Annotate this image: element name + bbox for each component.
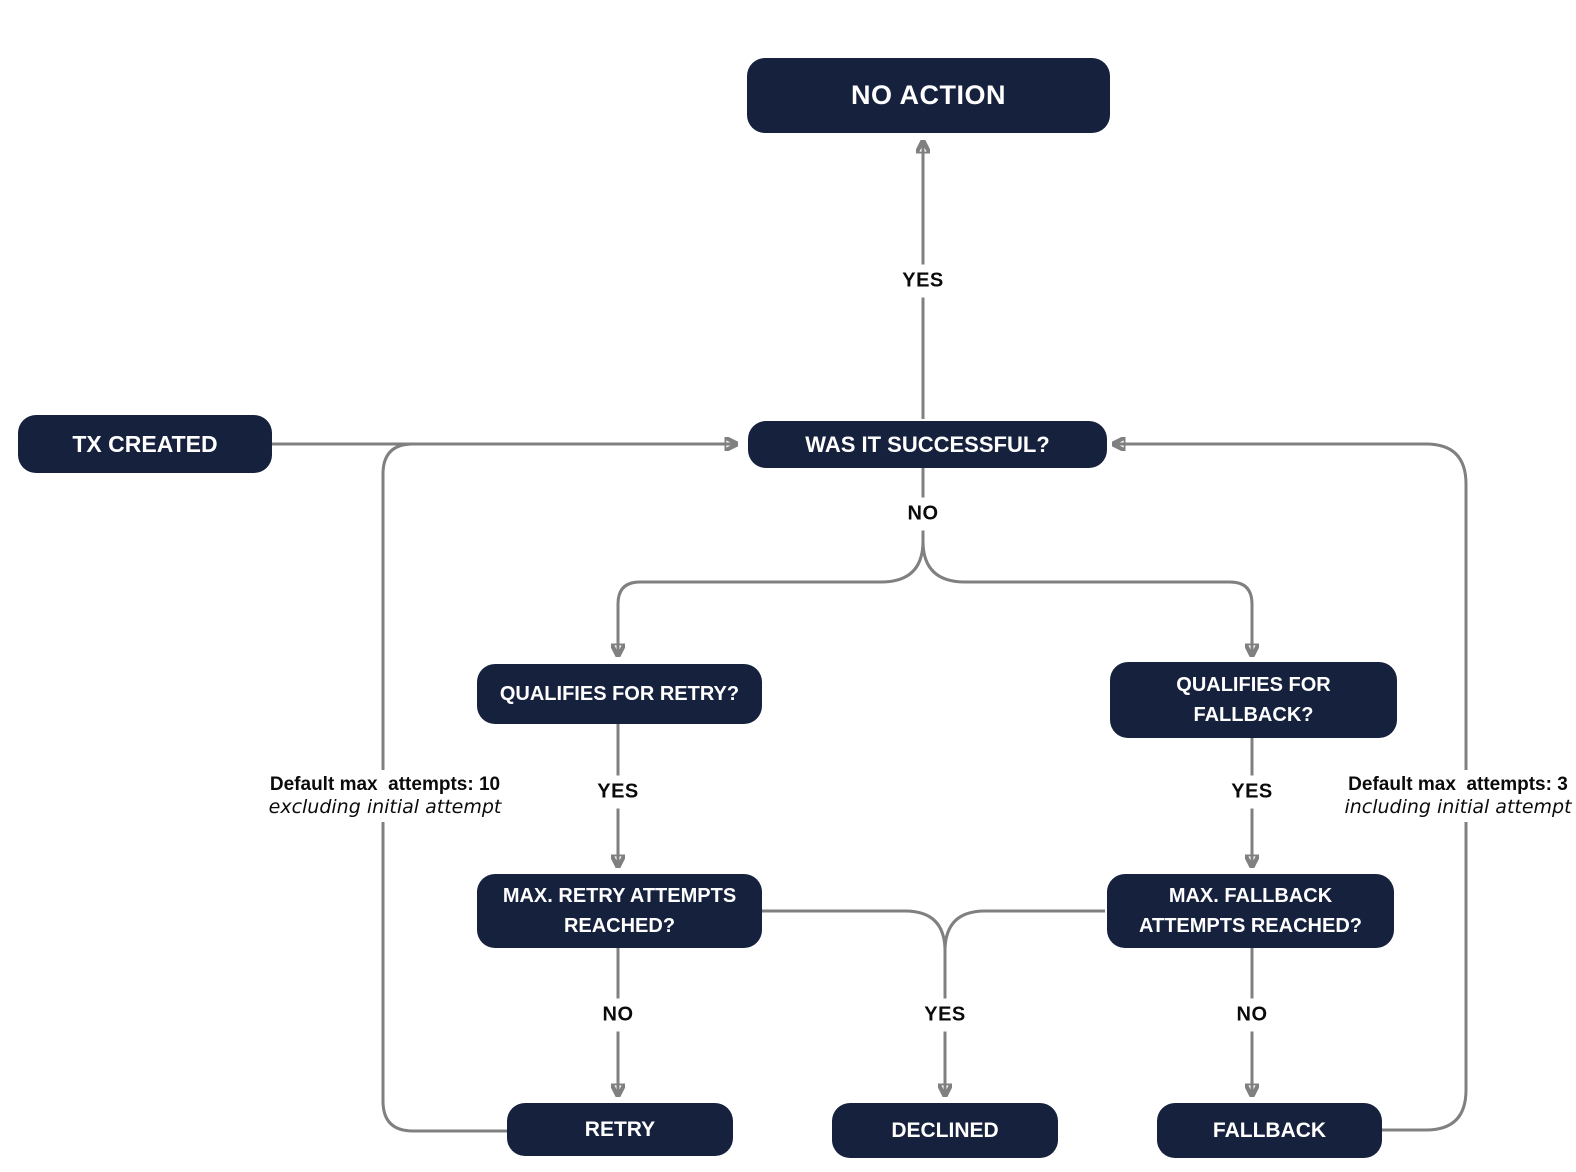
annotation-retry-limit-subtitle: excluding initial attempt	[268, 796, 502, 818]
node-retry: RETRY	[507, 1103, 733, 1156]
node-was-it-successful: WAS IT SUCCESSFUL?	[748, 421, 1107, 468]
annotation-fallback-limit-subtitle: including initial attempt	[1344, 796, 1572, 818]
edge-label-max-retry-no: NO	[593, 998, 643, 1032]
edge-label-max-reached-yes: YES	[915, 998, 975, 1032]
edge-label-success-yes: YES	[893, 264, 953, 298]
node-max-fallback-attempts: MAX. FALLBACK ATTEMPTS REACHED?	[1107, 874, 1394, 948]
node-declined: DECLINED	[832, 1103, 1058, 1158]
edge-fork-right	[921, 540, 1252, 655]
annotation-fallback-limit: Default max attempts: 3 including initia…	[1336, 770, 1576, 822]
node-qualifies-for-fallback: QUALIFIES FOR FALLBACK?	[1110, 662, 1397, 738]
edge-merge-right-to-declined	[943, 909, 1105, 952]
edge-fork-left	[618, 540, 925, 655]
node-fallback: FALLBACK	[1157, 1103, 1382, 1158]
node-no-action: NO ACTION	[747, 58, 1110, 133]
annotation-fallback-limit-title: Default max attempts: 3	[1348, 774, 1568, 795]
node-max-retry-attempts: MAX. RETRY ATTEMPTS REACHED?	[477, 874, 762, 948]
node-qualifies-for-retry: QUALIFIES FOR RETRY?	[477, 664, 762, 724]
node-tx-created: TX CREATED	[18, 415, 272, 473]
annotation-retry-limit-title: Default max attempts: 10	[269, 774, 501, 795]
edge-label-success-no: NO	[898, 497, 948, 531]
edge-label-fallback-qualify-yes: YES	[1222, 775, 1282, 809]
edge-label-retry-qualify-yes: YES	[588, 775, 648, 809]
edge-label-max-fallback-no: NO	[1227, 998, 1277, 1032]
annotation-retry-limit: Default max attempts: 10 excluding initi…	[260, 770, 510, 822]
